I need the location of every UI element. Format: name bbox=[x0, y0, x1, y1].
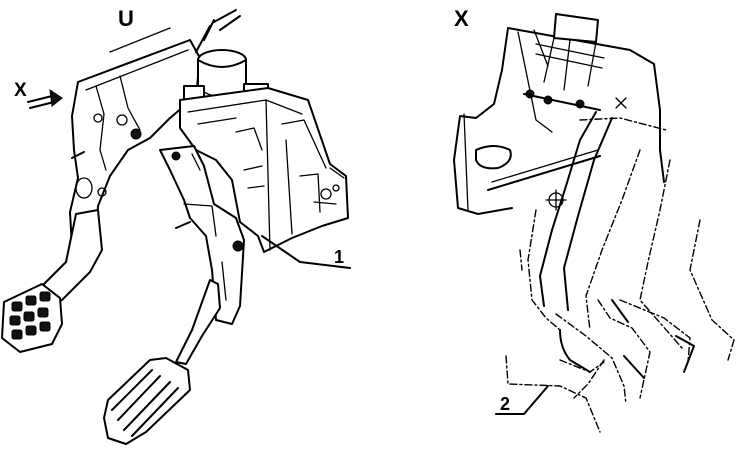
sensor-cable bbox=[195, 9, 241, 53]
callout-1-label: 1 bbox=[334, 247, 344, 267]
view-label-u: U bbox=[118, 6, 134, 31]
view-direction-label-x: X bbox=[14, 80, 27, 101]
callout-2-label: 2 bbox=[500, 394, 510, 414]
pedal-lever-side bbox=[539, 111, 613, 311]
actuator-rod bbox=[487, 155, 601, 191]
accelerator-pedal-lever bbox=[159, 145, 245, 325]
accelerator-pad-ribs bbox=[111, 369, 179, 437]
right-view: X bbox=[453, 6, 735, 433]
pivot-point-icon bbox=[545, 97, 627, 211]
pedal-pad-grip bbox=[9, 291, 51, 340]
callout-1: 1 bbox=[261, 235, 351, 269]
phantom-pedal-positions bbox=[505, 117, 735, 433]
callout-2: 2 bbox=[495, 385, 549, 415]
view-direction-arrow-icon bbox=[27, 88, 63, 109]
accelerator-pedal bbox=[103, 279, 221, 445]
left-view: U X bbox=[1, 6, 351, 445]
pedal-module-housing bbox=[179, 87, 349, 253]
upper-mount bbox=[523, 13, 605, 111]
clutch-pedal bbox=[1, 209, 103, 353]
lower-pedal-arms bbox=[559, 299, 695, 379]
view-label-x: X bbox=[454, 6, 469, 31]
firewall-section bbox=[453, 27, 665, 215]
